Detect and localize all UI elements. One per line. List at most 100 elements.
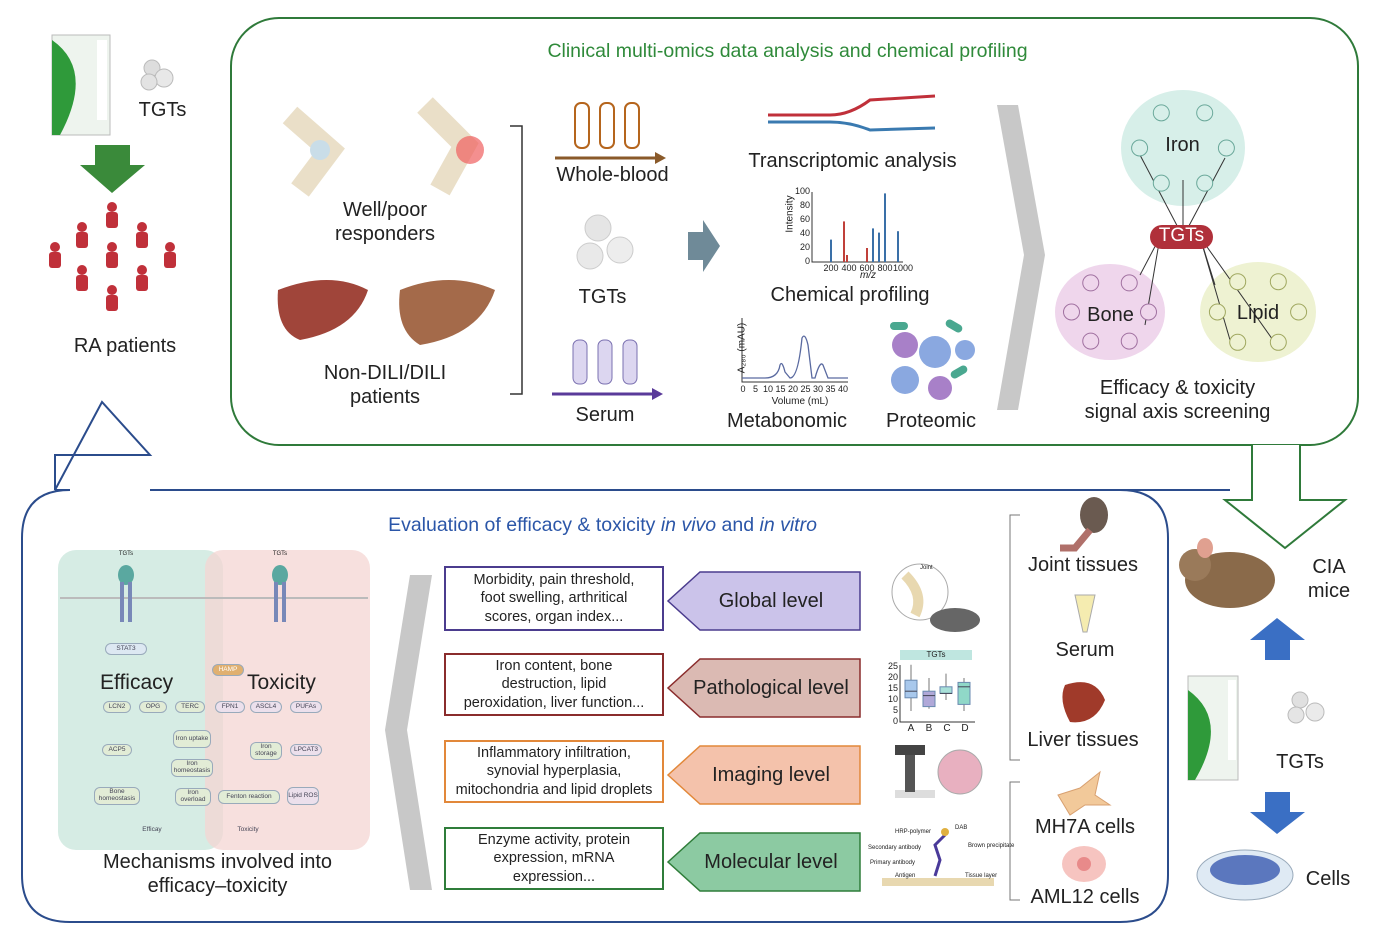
- responders-label: Well/poor responders: [334, 199, 436, 245]
- protein-node: [1269, 273, 1287, 291]
- person-icon: [50, 242, 60, 252]
- network-caption: Efficacy & toxicity signal axis screenin…: [1084, 377, 1271, 423]
- feedback-arrow-up: [54, 400, 153, 491]
- title-in-vitro: in vitro: [759, 514, 817, 536]
- protein-node: [1229, 273, 1247, 291]
- tgts-hub: [1150, 225, 1213, 249]
- lc-xlabel: Volume (mL): [771, 396, 829, 407]
- pathway-node: ACP5: [102, 744, 132, 756]
- level-label: Imaging level: [712, 763, 830, 786]
- receptor-icon: [118, 565, 134, 622]
- level-description: Morbidity, pain threshold, foot swelling…: [444, 566, 664, 631]
- protein-node: [1208, 303, 1226, 321]
- mass-spectrum-chart: [811, 192, 903, 263]
- chevron-divider: [997, 105, 1045, 410]
- box: [939, 686, 953, 694]
- protein-node: [1290, 303, 1308, 321]
- liver-tissue-icon: [1062, 682, 1105, 723]
- protein-node: [1082, 332, 1100, 350]
- level-label: Molecular level: [704, 850, 838, 873]
- blood-tubes-icon: [574, 102, 640, 149]
- pathway-node: LCN2: [103, 701, 131, 713]
- level-arrow: [666, 745, 861, 805]
- dili-liver-icon: [399, 280, 495, 345]
- joint-label: Joint: [920, 565, 933, 571]
- protein-node: [1120, 332, 1138, 350]
- pathway-node: PUFAs: [290, 701, 322, 713]
- mechanism-caption: Mechanisms involved into efficacy–toxici…: [103, 851, 332, 897]
- ms-xtick: 1000: [892, 263, 914, 273]
- ms-xlabel: m/z: [859, 270, 877, 281]
- protein-node: [1120, 274, 1138, 292]
- person-icon: [107, 202, 117, 212]
- cells-bracket: [1009, 781, 1020, 901]
- efficacy-label: Efficacy: [100, 671, 174, 694]
- title-in-vivo: in vivo: [660, 514, 717, 536]
- boxplot-xtick: B: [925, 723, 933, 734]
- ihc-label: DAB: [955, 825, 968, 831]
- dna-icon: [768, 94, 936, 132]
- bracket: [510, 125, 523, 395]
- treatment-arrow: [80, 145, 145, 193]
- lc-xtick: 40: [837, 384, 848, 394]
- tgts-pills-icon: [576, 214, 634, 270]
- mouse-icon: [1179, 538, 1275, 608]
- protein-node: [1229, 333, 1247, 351]
- lc-xtick: 20: [787, 384, 798, 394]
- protein-node: [1131, 139, 1149, 157]
- ms-peak: [846, 255, 848, 262]
- protein-node: [1152, 174, 1170, 192]
- protein-node: [1082, 274, 1100, 292]
- box: [922, 690, 936, 708]
- person-icon: [77, 222, 87, 232]
- protein-node: [1217, 139, 1235, 157]
- chemical-profiling-label: Chemical profiling: [770, 284, 930, 306]
- tgts-receptor-label: TGTs: [118, 551, 134, 557]
- ihc-label: Secondary antibody: [868, 845, 922, 851]
- protein-node: [1196, 104, 1214, 122]
- level-arrow: [666, 832, 861, 892]
- cia-mice-label: CIA mice: [1307, 556, 1351, 602]
- drug-box-icon: [51, 34, 111, 136]
- top-panel-border: [230, 17, 1359, 446]
- patients-icon: [49, 202, 176, 311]
- boxplot-xtick: C: [943, 723, 951, 734]
- serum-tubes-icon: [572, 339, 638, 385]
- serum-label: Serum: [575, 404, 635, 426]
- ihc-label: Brown precipitate: [968, 843, 1015, 849]
- chevron-divider-bottom: [385, 575, 432, 890]
- ihc-label: Primary antibody: [870, 860, 916, 866]
- ms-ytick: 80: [799, 200, 810, 210]
- ihc-label: Tissue layer: [965, 873, 998, 879]
- title-part: and: [716, 514, 760, 536]
- toxicity-region: [205, 550, 370, 850]
- ihc-label: Antigen: [895, 873, 916, 879]
- tgts-hub-label: TGTs: [1158, 225, 1205, 246]
- boxplot-ytick: 5: [892, 705, 898, 715]
- inflamed-knee-icon: [417, 97, 484, 196]
- pathway-node: LPCAT3: [290, 744, 322, 756]
- ms-xtick: 600: [859, 263, 875, 273]
- level-description: Inflammatory infiltration, synovial hype…: [444, 740, 664, 803]
- analysis-arrow: [688, 220, 720, 272]
- ms-ytick: 0: [804, 256, 810, 266]
- level-description: Enzyme activity, protein expression, mRN…: [444, 827, 664, 890]
- boxplot-xtick: D: [961, 723, 969, 734]
- ms-peak: [866, 248, 868, 262]
- protein-node: [1140, 303, 1157, 321]
- lc-xtick: 25: [800, 384, 811, 394]
- ms-ytick: 100: [794, 186, 810, 196]
- protein-node: [1269, 333, 1287, 351]
- pathway-node: Iron storage: [250, 742, 282, 760]
- boxplot-ytick: 25: [887, 661, 898, 671]
- pathway-node: Lipid ROS: [287, 787, 319, 805]
- protein-node: [1152, 104, 1170, 122]
- ms-xtick: 200: [823, 263, 839, 273]
- boxplot-xtick: A: [907, 723, 915, 734]
- pathway-node: HAMP: [212, 664, 244, 676]
- tgts-label-right: TGTs: [1276, 751, 1324, 773]
- down-arrow: [1250, 792, 1305, 834]
- knee-joint-icon: [282, 106, 345, 197]
- person-icon: [77, 265, 87, 275]
